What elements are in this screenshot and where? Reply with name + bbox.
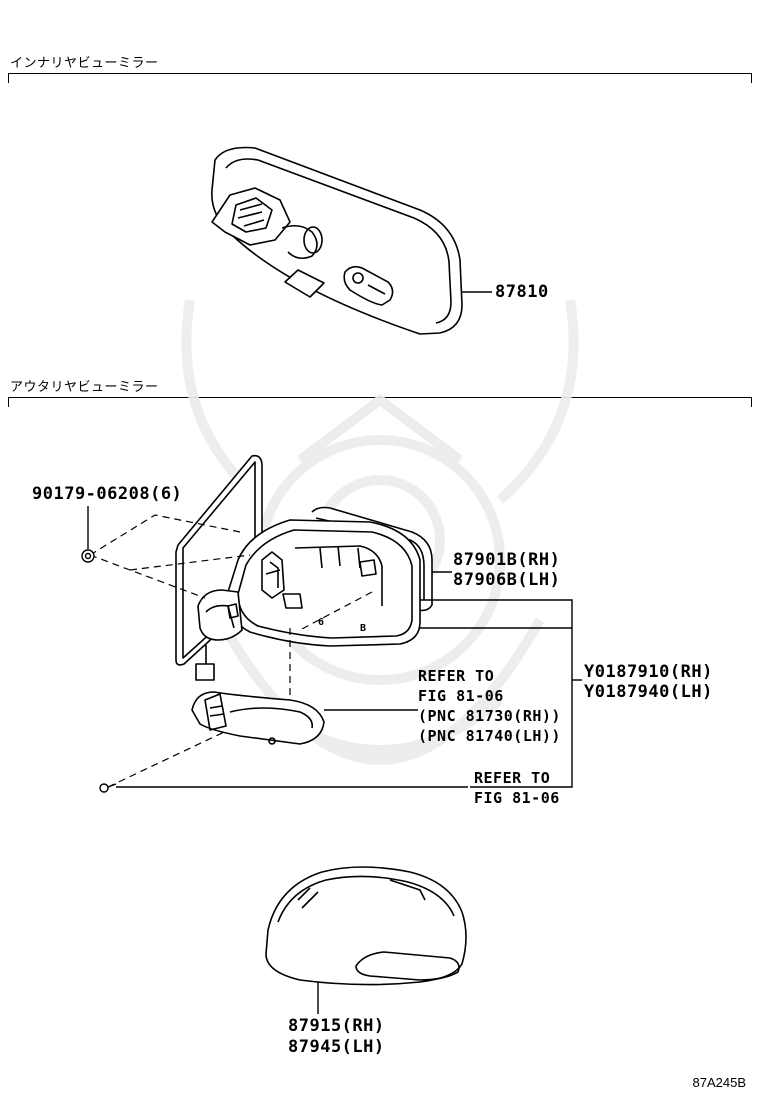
dashed-leaders xyxy=(89,514,373,788)
bolt-90179-06208 xyxy=(81,506,95,563)
ref-lamp-line3: (PNC 81730(RH)) xyxy=(418,707,561,725)
label-assy-rh: Y0187910(RH) xyxy=(584,662,713,682)
ref-screw-line1: REFER TO xyxy=(474,769,551,787)
ref-lamp-line4: (PNC 81740(LH)) xyxy=(418,727,561,745)
label-87810: 87810 xyxy=(495,282,549,302)
inner-mirror-section-bracket xyxy=(8,73,752,83)
label-assy-lh: Y0187940(LH) xyxy=(584,682,713,702)
label-bolt: 90179-06208(6) xyxy=(32,484,183,504)
screw xyxy=(99,783,117,793)
inner-rear-view-mirror xyxy=(211,146,463,335)
solid-leaders xyxy=(116,571,582,788)
ref-screw-line2: FIG 81-06 xyxy=(474,789,560,807)
inner-mirror-section-title: インナリヤビューミラー xyxy=(10,55,159,70)
housing-mark-2: B xyxy=(360,623,367,634)
mirror-cover xyxy=(265,866,467,986)
outer-mirror-housing xyxy=(195,506,433,681)
ref-lamp-line2: FIG 81-06 xyxy=(418,687,504,705)
outer-mirror-section-title: アウタリヤビューミラー xyxy=(10,379,159,394)
turn-signal-lamp xyxy=(191,691,325,745)
label-visor-rh: 87901B(RH) xyxy=(453,550,561,570)
label-cover-lh: 87945(LH) xyxy=(288,1037,385,1057)
ref-lamp-line1: REFER TO xyxy=(418,667,495,685)
label-cover-rh: 87915(RH) xyxy=(288,1016,385,1036)
housing-mark-1: 6 xyxy=(318,617,325,628)
label-visor-lh: 87906B(LH) xyxy=(453,570,561,590)
figure-code: 87A245B xyxy=(692,1075,747,1090)
